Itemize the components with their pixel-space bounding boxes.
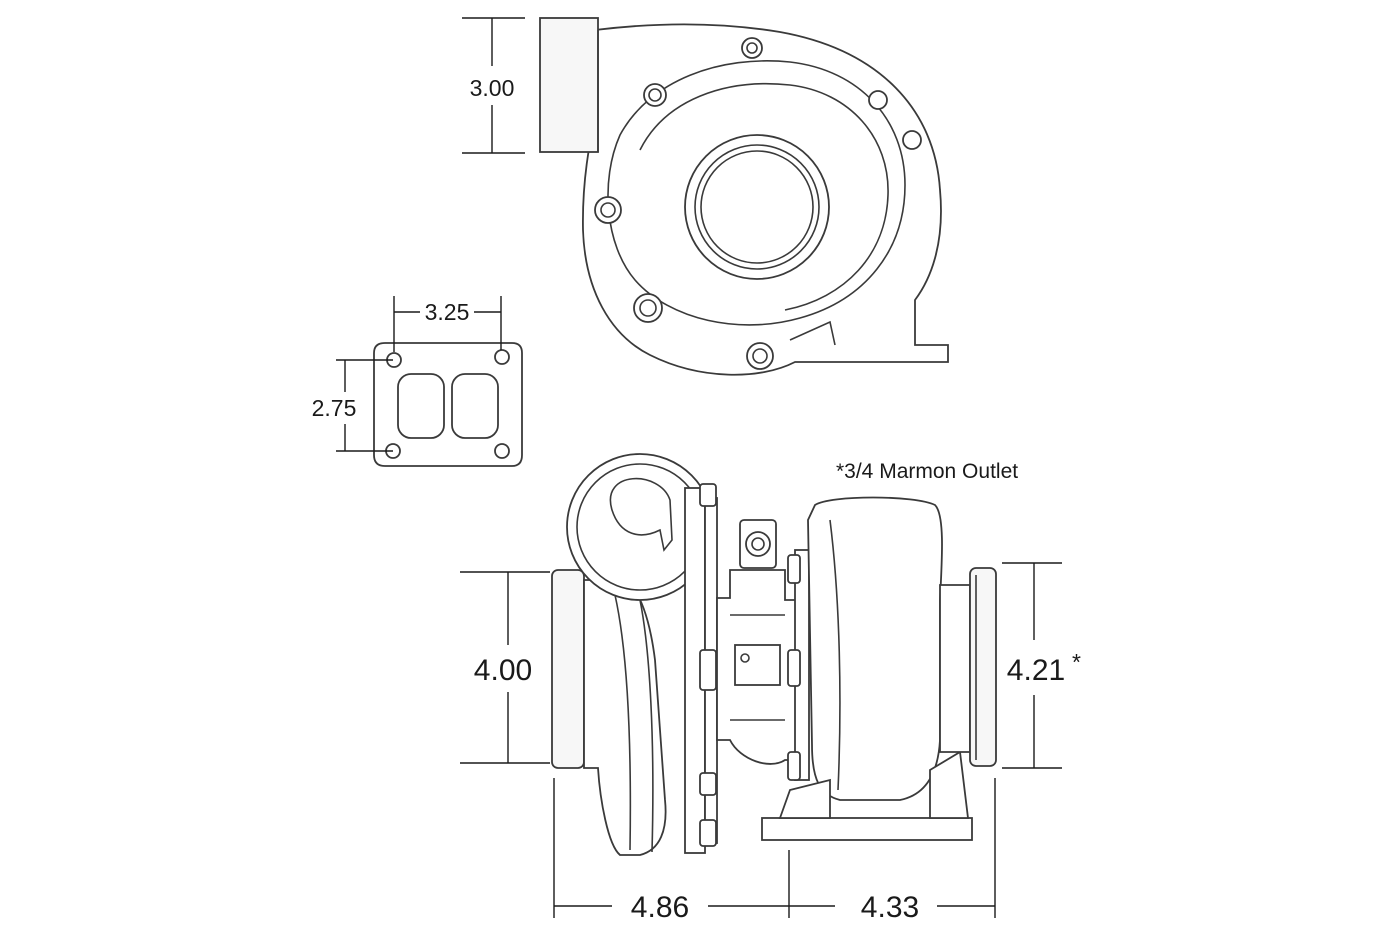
housing-bolt-icon	[633, 293, 663, 323]
clamp-bolt-icon	[787, 554, 801, 584]
housing-bolt-icon	[643, 83, 667, 107]
clamp-bolt-icon	[699, 772, 717, 796]
marmon-outlet-note: *3/4 Marmon Outlet	[836, 460, 1018, 483]
dim-turbine-outlet-diameter: 4.21 *	[1002, 562, 1081, 769]
dim-compressor-inlet-height: 3.00	[462, 17, 525, 154]
flange-bolt-hole-icon	[494, 349, 510, 365]
clamp-bolt-icon	[787, 649, 801, 687]
dim-flange-bolt-height: 2.75	[312, 359, 393, 452]
dim-4-21-label: 4.21	[1007, 654, 1065, 687]
compressor-inlet-rim	[551, 569, 585, 769]
flange-bolt-hole-icon	[494, 443, 510, 459]
dim-4-86-label: 4.86	[631, 891, 689, 924]
clamp-bolt-icon	[787, 751, 801, 781]
compressor-outlet-inner	[609, 477, 673, 552]
housing-bolt-icon	[594, 196, 622, 224]
turbine-outlet-marmon	[969, 567, 997, 767]
dim-4-33-label: 4.33	[861, 891, 919, 924]
volute-tongue	[789, 320, 836, 346]
volute-inner-contour-2	[639, 82, 889, 311]
volute-inner-contour	[607, 60, 906, 326]
dim-flange-bolt-width: 3.25	[393, 296, 502, 352]
clamp-bolt-icon	[699, 483, 717, 507]
turbine-inlet-flange	[373, 342, 523, 467]
dim-2-75-label: 2.75	[312, 395, 357, 421]
turbo-side-view	[551, 453, 997, 856]
clamp-bolt-icon	[699, 819, 717, 847]
flange-port-left	[397, 373, 445, 439]
dim-3-00-label: 3.00	[470, 75, 515, 101]
flange-port-right	[451, 373, 499, 439]
inlet-ring-outer	[684, 134, 830, 280]
housing-bolt-icon	[746, 342, 774, 370]
dim-4-21-asterisk: *	[1072, 649, 1081, 675]
housing-bolt-icon	[902, 130, 922, 150]
inlet-ring-mid	[694, 144, 820, 270]
inlet-ring-inner	[700, 150, 814, 264]
turbine-housing	[807, 496, 943, 801]
oil-inlet-fitting-icon	[745, 531, 771, 557]
clamp-bolt-icon	[699, 649, 717, 691]
dim-overall-lengths: 4.86 4.33	[553, 778, 996, 924]
dim-3-25-label: 3.25	[425, 299, 470, 325]
housing-bolt-icon	[741, 37, 763, 59]
oil-port-block	[734, 644, 781, 686]
housing-bolt-icon	[868, 90, 888, 110]
dim-4-00-label: 4.00	[474, 654, 532, 687]
compressor-front-view	[539, 17, 949, 376]
compressor-outlet-duct	[539, 17, 599, 153]
turbine-base-flange	[761, 817, 973, 841]
turbine-outlet-neck	[939, 584, 971, 753]
compressor-housing-side	[583, 579, 667, 856]
dim-compressor-inlet-diameter: 4.00	[460, 571, 550, 764]
